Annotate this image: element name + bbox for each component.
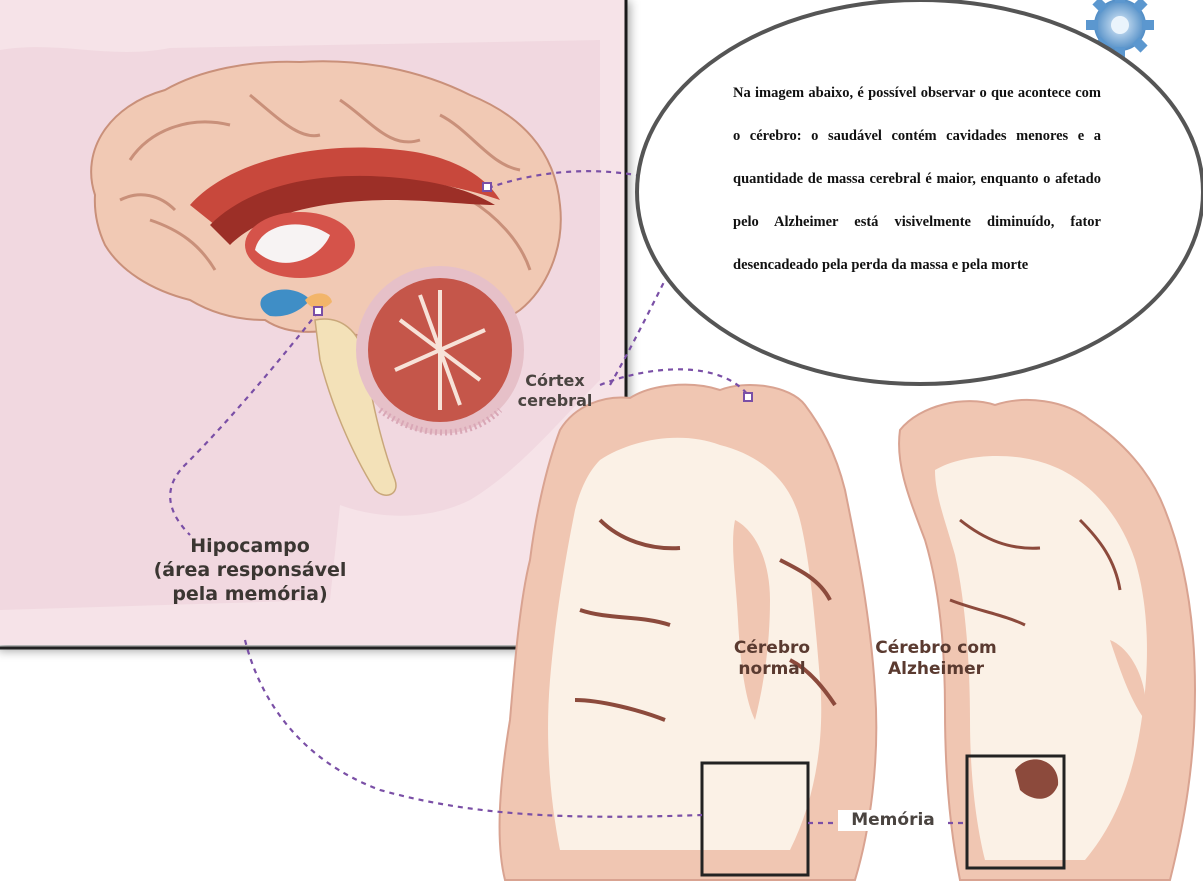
label-alzheimer-brain: Cérebro com Alzheimer (856, 638, 1016, 681)
label-cortex: Córtex cerebral (505, 371, 605, 411)
label-normal-brain: Cérebro normal (712, 638, 832, 681)
callout-text: Na imagem abaixo, é possível observar o … (733, 72, 1101, 360)
label-hippocampus-subtitle: (área responsável pela memória) (140, 559, 360, 607)
label-hippocampus: Hipocampo (área responsável pela memória… (140, 535, 360, 606)
label-hippocampus-title: Hipocampo (140, 535, 360, 559)
brain-normal-section (500, 385, 877, 880)
label-memory: Memória (838, 810, 948, 831)
